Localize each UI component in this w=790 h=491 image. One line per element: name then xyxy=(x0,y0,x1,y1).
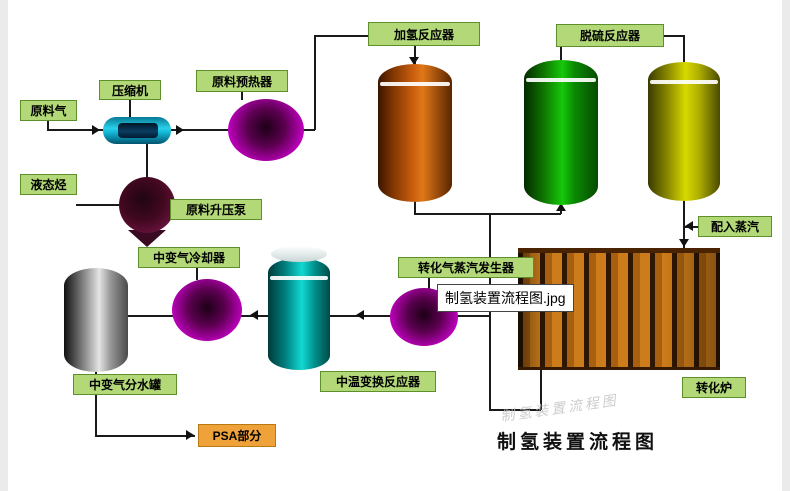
right-edge-strip xyxy=(782,0,790,491)
flow-arrow-down xyxy=(679,239,689,247)
shift-reactor-top-cap xyxy=(271,246,327,262)
pipe-segment xyxy=(47,121,49,130)
pipe-segment xyxy=(171,129,233,131)
watermark-text: 制氢装置流程图 xyxy=(499,391,620,425)
label-feed-preheater: 原料预热器 xyxy=(196,70,288,92)
pipe-segment xyxy=(540,369,542,410)
label-compressor: 压缩机 xyxy=(99,80,161,100)
pipe-segment xyxy=(314,35,369,37)
pipe-segment xyxy=(47,129,103,131)
label-connector-line xyxy=(129,100,131,117)
flow-arrow-right xyxy=(92,125,100,135)
feed-booster-pump-body xyxy=(119,177,175,233)
label-mt-shift-reactor: 中温变换反应器 xyxy=(320,371,436,392)
label-shift-gas-water-separator: 中变气分水罐 xyxy=(73,374,177,395)
booster-pump-base xyxy=(128,230,166,247)
pipe-segment xyxy=(489,409,541,411)
pipe-segment xyxy=(146,144,148,178)
label-connector-line xyxy=(196,267,198,280)
pipe-segment xyxy=(664,35,684,37)
pipe-segment xyxy=(414,46,416,66)
pipe-segment xyxy=(95,435,195,437)
label-shift-gas-cooler: 中变气冷却器 xyxy=(138,247,240,268)
label-reformer-furnace: 转化炉 xyxy=(682,377,746,398)
flow-arrow-right xyxy=(176,125,184,135)
label-feed-booster-pump: 原料升压泵 xyxy=(170,199,262,220)
label-hydrogenation-reactor: 加氢反应器 xyxy=(368,22,480,46)
flow-arrow-left xyxy=(356,310,364,320)
desulfurization-reactor-vessel-1 xyxy=(524,60,598,205)
filename-tooltip: 制氢装置流程图.jpg xyxy=(437,284,574,312)
label-connector-line xyxy=(428,277,430,289)
diagram-title: 制氢装置流程图 xyxy=(497,432,659,453)
shift-gas-water-separator-vessel xyxy=(64,268,128,372)
label-desulfurization-reactor: 脱硫反应器 xyxy=(556,24,664,47)
pipe-segment xyxy=(414,213,561,215)
flow-arrow-left xyxy=(250,310,258,320)
mt-shift-reactor-vessel xyxy=(268,258,330,370)
compressor-core xyxy=(118,123,158,138)
label-psa-section: PSA部分 xyxy=(198,424,276,447)
pipe-segment xyxy=(128,315,174,317)
pipe-segment xyxy=(683,35,685,63)
pipe-segment xyxy=(303,129,315,131)
label-reformed-gas-steam-generator: 转化气蒸汽发生器 xyxy=(398,257,534,278)
pipe-segment xyxy=(95,371,97,436)
left-edge-strip xyxy=(0,0,8,491)
label-steam-injection: 配入蒸汽 xyxy=(698,216,772,237)
flow-arrow-down xyxy=(409,57,419,65)
flow-arrow-right xyxy=(186,430,194,440)
desulfurization-reactor-vessel-2 xyxy=(648,62,720,201)
pipe-segment xyxy=(683,200,685,249)
pipe-segment xyxy=(414,200,416,214)
pipe-segment xyxy=(76,204,122,206)
feed-preheater-exchanger xyxy=(228,99,304,161)
pipe-segment xyxy=(314,35,316,130)
label-raw-gas: 原料气 xyxy=(20,100,77,121)
flow-arrow-left xyxy=(685,221,693,231)
pipe-segment xyxy=(560,47,562,61)
flow-arrow-up xyxy=(556,203,566,211)
label-connector-line xyxy=(241,91,243,100)
hydrogenation-reactor-vessel xyxy=(378,64,452,202)
shift-gas-cooler-exchanger xyxy=(172,279,242,341)
label-liquid-hydrocarbon: 液态烃 xyxy=(20,174,77,195)
pipe-segment xyxy=(456,315,490,317)
